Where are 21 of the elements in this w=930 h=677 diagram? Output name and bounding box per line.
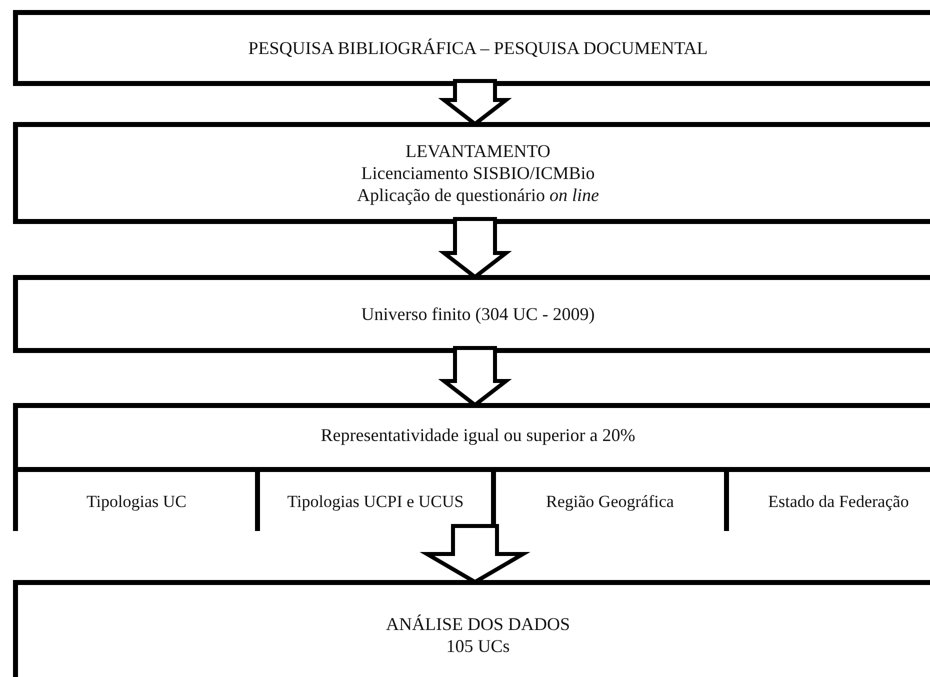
box-heading: ANÁLISE DOS DADOS [384, 613, 571, 635]
box-heading: LEVANTAMENTO [404, 140, 552, 162]
box-text: 105 UCs [445, 635, 511, 657]
box-text: PESQUISA BIBLIOGRÁFICA – PESQUISA DOCUMENTAL [247, 37, 709, 59]
category-cell [18, 467, 255, 531]
box-text: Tipologias UCPI e UCUS [286, 492, 465, 511]
process-box [13, 580, 930, 677]
process-box [13, 122, 930, 224]
process-box [13, 275, 930, 353]
category-cell [255, 467, 491, 531]
process-box [13, 10, 930, 86]
box-text: Licenciamento SISBIO/ICMBio [360, 162, 596, 184]
box-text: Representatividade igual ou superior a 20% [320, 424, 636, 446]
process-box [13, 403, 930, 531]
box-text: Universo finito (304 UC - 2009) [360, 303, 596, 325]
category-cell [491, 467, 724, 531]
box-text: Aplicação de questionário on line [356, 184, 600, 206]
box-text: Região Geográfica [545, 492, 675, 511]
box-text: Estado da Federação [767, 492, 910, 511]
box-text: Tipologias UC [86, 492, 188, 511]
category-cell [724, 467, 930, 531]
